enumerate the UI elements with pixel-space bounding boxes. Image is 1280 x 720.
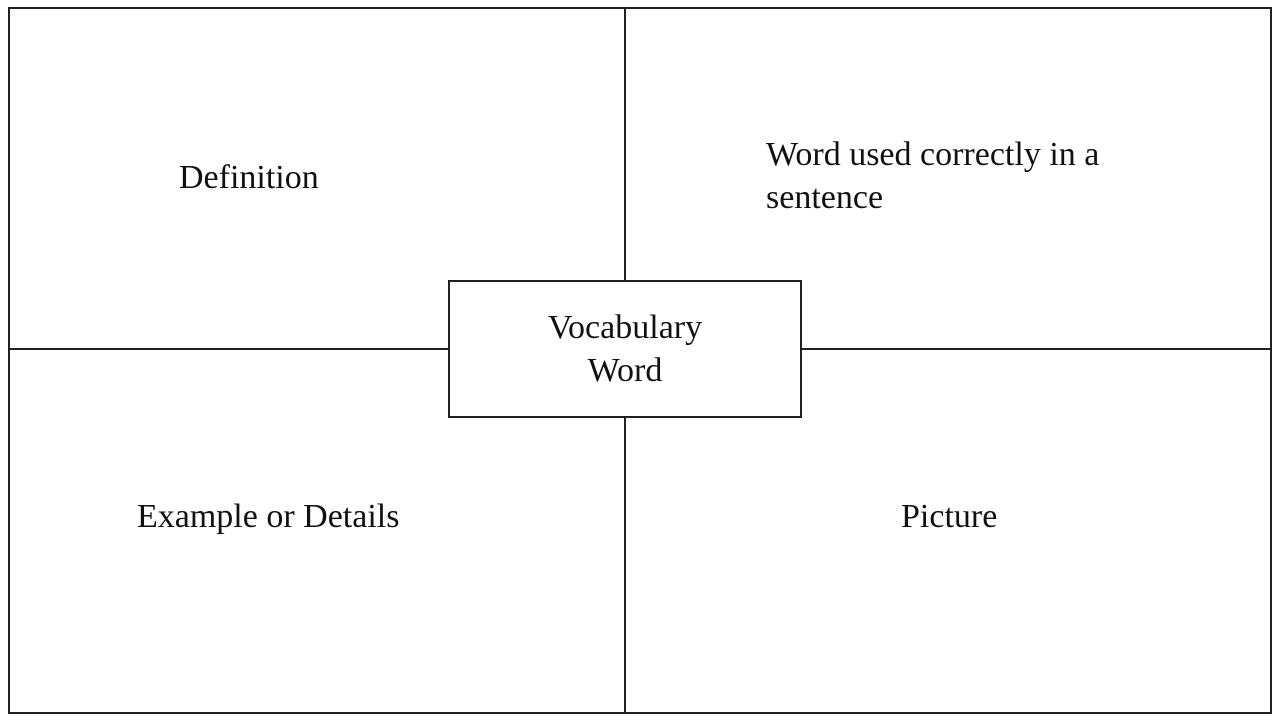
vocabulary-word-box: Vocabulary Word — [448, 280, 802, 418]
frayer-model-frame — [8, 7, 1272, 714]
center-label-line1: Vocabulary — [547, 309, 703, 346]
example-details-label: Example or Details — [137, 498, 400, 535]
picture-label: Picture — [901, 498, 998, 535]
sentence-label-line2: sentence — [766, 179, 884, 216]
center-label-line2: Word — [587, 352, 663, 389]
sentence-label-line1: Word used correctly in a — [766, 136, 1100, 173]
definition-label: Definition — [179, 159, 319, 196]
